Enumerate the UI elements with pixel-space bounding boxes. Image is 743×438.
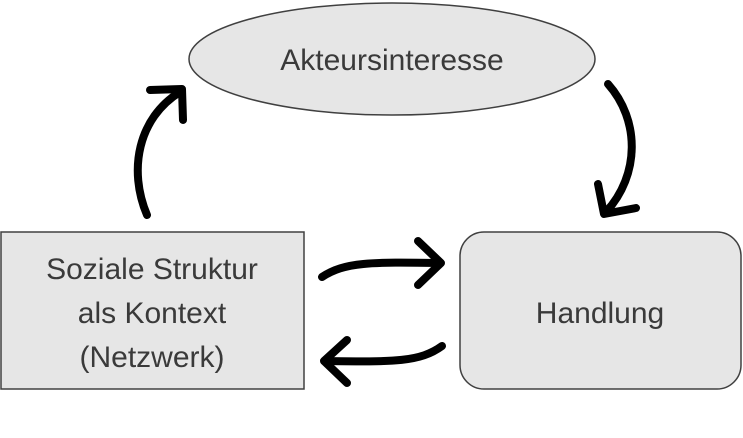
social-structure-node: Soziale Struktur als Kontext (Netzwerk) — [0, 231, 305, 390]
arrow-action-to-structure — [320, 336, 446, 387]
social-structure-label-line3: (Netzwerk) — [79, 341, 224, 374]
arrow-structure-to-interest-shaft — [133, 88, 184, 219]
arrow-action-to-structure-head — [320, 336, 351, 387]
arrow-structure-to-action — [318, 237, 445, 289]
arrow-structure-to-action-head — [414, 237, 445, 289]
actor-interest-ellipse — [188, 2, 596, 116]
action-node: Handlung — [459, 231, 742, 390]
social-structure-box — [0, 231, 305, 390]
arrow-structure-to-interest — [133, 85, 187, 219]
action-box — [459, 231, 742, 390]
action-label: Handlung — [536, 297, 664, 330]
actor-interest-node: Akteursinteresse — [188, 2, 596, 116]
arrow-interest-to-action-shaft — [602, 80, 636, 216]
arrow-interest-to-action — [594, 80, 640, 218]
social-structure-label-line1: Soziale Struktur — [46, 253, 258, 286]
arrow-action-to-structure-shaft — [321, 342, 446, 366]
arrow-structure-to-action-shaft — [318, 258, 444, 281]
social-structure-label-line2: als Kontext — [78, 297, 227, 330]
actor-interest-label: Akteursinteresse — [280, 44, 503, 77]
arrow-structure-to-interest-head — [146, 85, 187, 124]
arrow-interest-to-action-head — [594, 180, 640, 218]
